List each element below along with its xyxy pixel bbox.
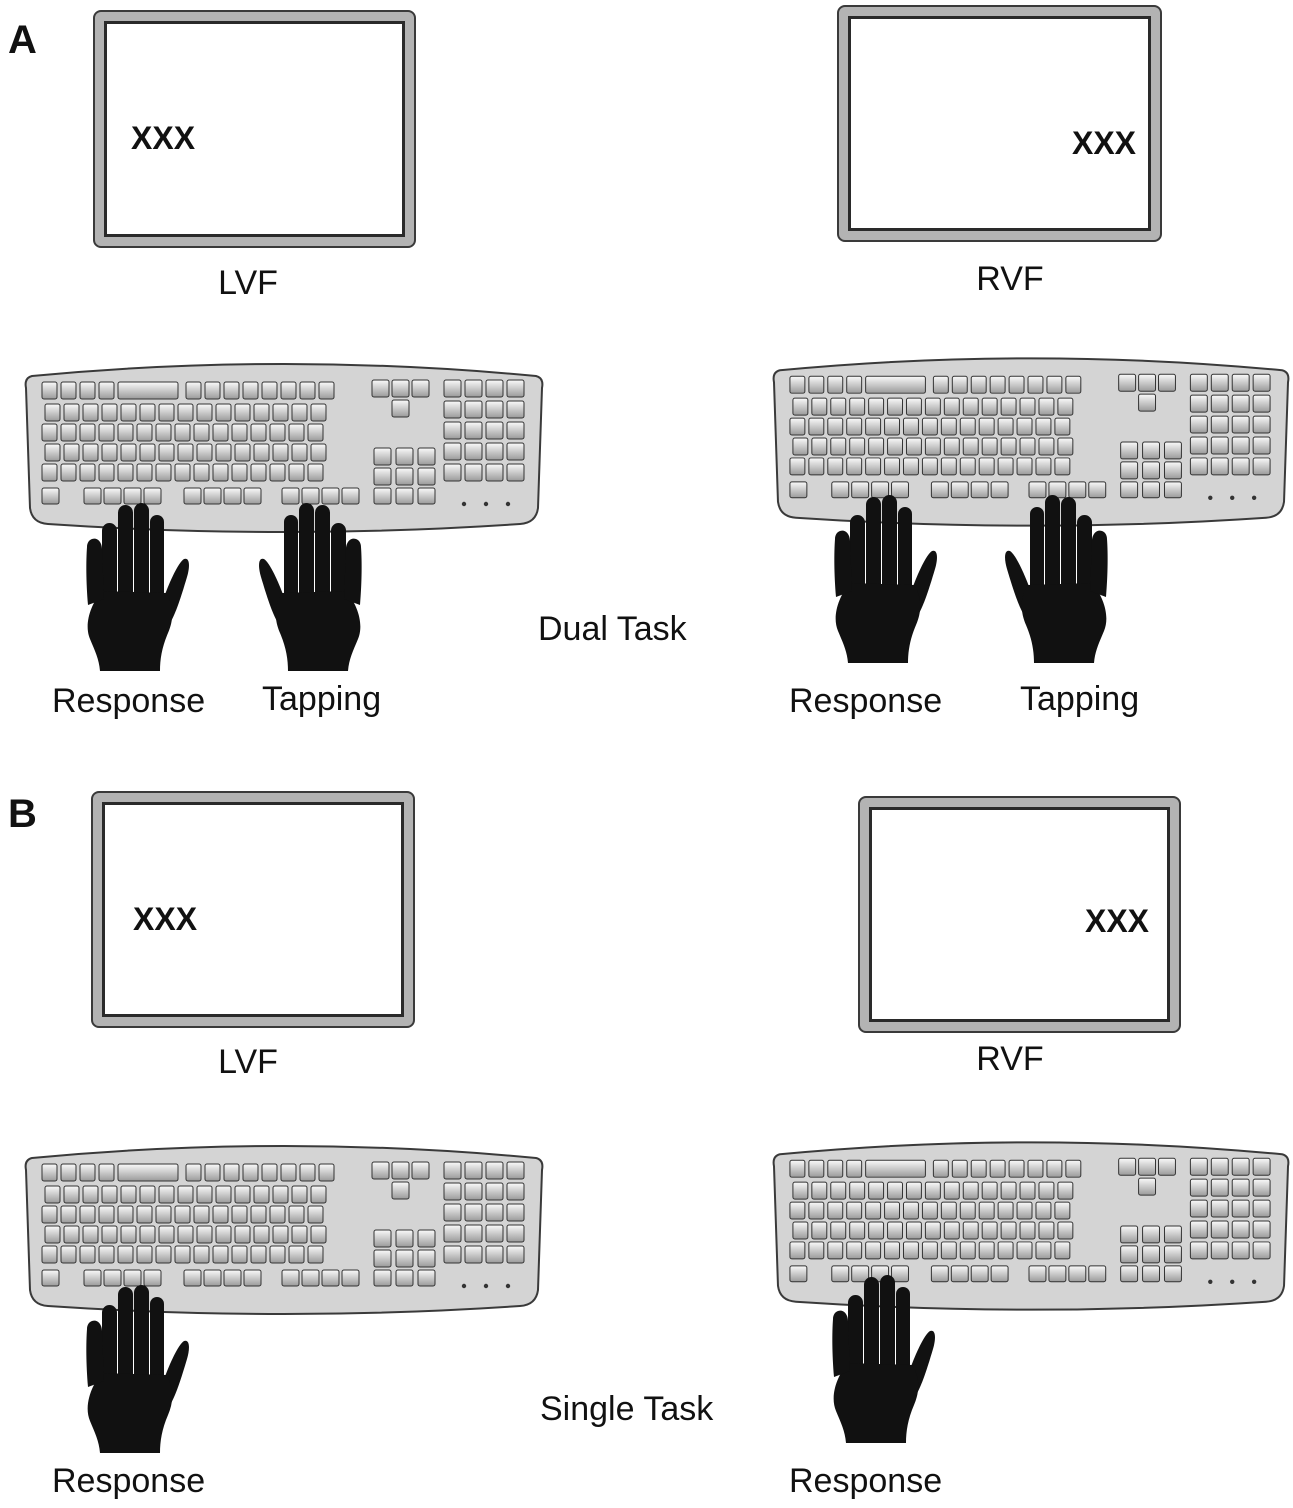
monitor-icon: XXX — [91, 791, 415, 1028]
monitor-screen: XXX — [104, 21, 405, 237]
stimulus-text: XXX — [133, 901, 198, 937]
monitor-screen: XXX — [869, 807, 1170, 1022]
hand-icon — [80, 1282, 190, 1454]
dual-task-label: Dual Task — [538, 610, 687, 648]
keyboard-icon — [24, 1145, 544, 1315]
monitor-screen: XXX — [848, 16, 1151, 231]
response-label: Response — [789, 1462, 943, 1500]
hand-icon — [258, 500, 368, 672]
keyboard-icon — [772, 357, 1290, 527]
lvf-label: LVF — [218, 264, 278, 302]
response-label: Response — [789, 682, 943, 720]
hand-icon — [828, 492, 938, 664]
rvf-label: RVF — [976, 1040, 1044, 1078]
response-label: Response — [52, 1462, 206, 1500]
lvf-label: LVF — [218, 1043, 278, 1081]
hand-icon — [80, 500, 190, 672]
tapping-label: Tapping — [1020, 680, 1140, 718]
tapping-label: Tapping — [262, 680, 382, 718]
keyboard-icon — [24, 363, 544, 533]
stimulus-text: XXX — [1084, 903, 1149, 939]
monitor-icon: XXX — [858, 796, 1181, 1033]
rvf-label: RVF — [976, 260, 1044, 298]
single-task-label: Single Task — [540, 1390, 714, 1428]
hand-icon — [826, 1272, 936, 1444]
stimulus-text: XXX — [1071, 125, 1136, 161]
monitor-icon: XXX — [93, 10, 416, 248]
panel-b-letter: B — [8, 792, 37, 836]
stimulus-text: XXX — [131, 120, 196, 156]
keyboard-icon — [772, 1141, 1290, 1311]
monitor-screen: XXX — [102, 802, 404, 1017]
hand-icon — [1004, 492, 1114, 664]
response-label: Response — [52, 682, 206, 720]
monitor-icon: XXX — [837, 5, 1162, 242]
panel-a-letter: A — [8, 18, 37, 62]
